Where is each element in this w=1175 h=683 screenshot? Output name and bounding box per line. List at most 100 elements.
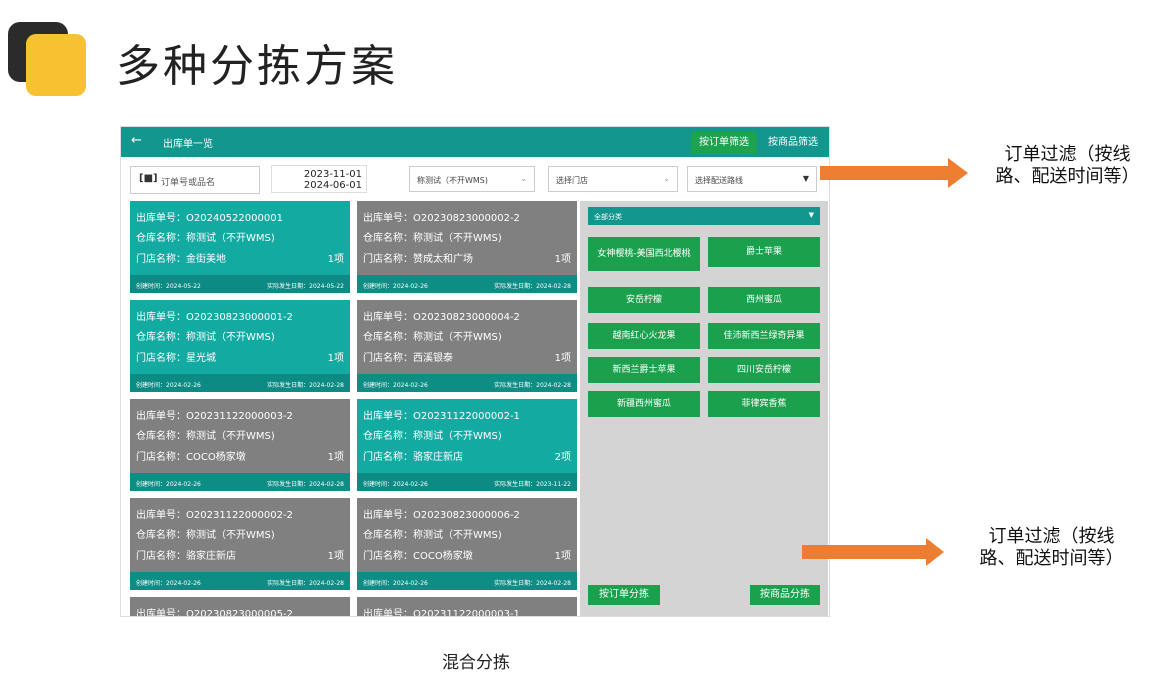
goods-button[interactable]: 四川安岳柠檬 [708, 357, 820, 383]
app-title: 出库单一览 [163, 139, 213, 150]
store-name: 门店名称：COCO杨家墩 [136, 452, 246, 463]
chevron-down-icon: ⌄ [663, 174, 670, 183]
slide-title: 多种分拣方案 [116, 41, 398, 92]
order-card[interactable]: 出库单号：O202405220000​01 仓库名称：称测试（不开WMS) 门店… [130, 201, 350, 293]
warehouse-name: 仓库名称：称测试（不开WMS) [363, 332, 502, 343]
store-name: 门店名称：骆家庄新店 [136, 551, 236, 562]
order-card[interactable]: 出库单号：O20231122000002-2 仓库名称：称测试（不开WMS) 门… [130, 498, 350, 590]
actual-date: 实际发生日期：2024-02-28 [267, 481, 344, 488]
goods-button[interactable]: 爵士苹果 [708, 237, 820, 267]
order-number: 出库单号：O20230823000006-2 [363, 510, 520, 521]
warehouse-name: 仓库名称：称测试（不开WMS) [136, 530, 275, 541]
caret-down-icon: ▼ [802, 174, 809, 183]
order-number: 出库单号：O20231122000003-1 [363, 609, 520, 617]
actual-date: 实际发生日期：2024-05-22 [267, 283, 344, 290]
goods-button[interactable]: 女神樱桃-美国西北樱桃 [588, 237, 700, 271]
order-card[interactable]: 出库单号：O20231122000003-2 仓库名称：称测试（不开WMS) 门… [130, 399, 350, 491]
warehouse-name: 仓库名称：称测试（不开WMS) [136, 332, 275, 343]
annotation-bottom-line1: 订单过滤（按线 [988, 526, 1115, 547]
created-time: 创建时间：2024-02-26 [363, 382, 428, 389]
item-count: 1项 [327, 452, 344, 463]
goods-button[interactable]: 越南红心火龙果 [588, 323, 700, 349]
store-name: 门店名称：骆家庄新店 [363, 452, 463, 463]
card-footer: 创建时间：2024-05-22 实际发生日期：2024-05-22 [130, 275, 350, 293]
card-footer: 创建时间：2024-02-26 实际发生日期：2024-02-28 [130, 572, 350, 590]
created-time: 创建时间：2024-02-26 [136, 382, 201, 389]
logo-yellow-square [26, 34, 86, 96]
store-select[interactable]: 选择门店 ⌄ [548, 166, 678, 192]
order-card[interactable]: 出库单号：O20230823000005-2 [130, 597, 350, 616]
order-card-grid: 出库单号：O202405220000​01 仓库名称：称测试（不开WMS) 门店… [130, 201, 578, 617]
order-card[interactable]: 出库单号：O20230823000004-2 仓库名称：称测试（不开WMS) 门… [357, 300, 577, 392]
order-number: 出库单号：O20230823000002-2 [363, 213, 520, 224]
goods-button[interactable]: 佳沛新西兰绿奇异果 [708, 323, 820, 349]
actual-date: 实际发生日期：2023-11-22 [494, 481, 571, 488]
item-count: 1项 [554, 353, 571, 364]
item-count: 1项 [554, 551, 571, 562]
search-input[interactable]: [■] 订单号或品名 [130, 166, 260, 194]
order-card[interactable]: 出库单号：O20230823000002-2 仓库名称：称测试（不开WMS) 门… [357, 201, 577, 293]
actual-date: 实际发生日期：2024-02-28 [267, 382, 344, 389]
goods-button[interactable]: 新疆西州蜜瓜 [588, 391, 700, 417]
goods-button[interactable]: 西州蜜瓜 [708, 287, 820, 313]
card-footer: 创建时间：2024-02-26 实际发生日期：2024-02-28 [130, 374, 350, 392]
store-select-value: 选择门店 [556, 176, 588, 185]
created-time: 创建时间：2024-02-26 [363, 580, 428, 587]
route-select[interactable]: 选择配送路线 ▼ [687, 166, 817, 192]
scan-icon[interactable]: [■] [139, 173, 158, 184]
warehouse-name: 仓库名称：称测试（不开WMS) [363, 431, 502, 442]
filter-bar: [■] 订单号或品名 2023-11-01 2024-06-01 称测试（不开W… [121, 157, 829, 201]
annotation-top-line2: 路、配送时间等） [995, 166, 1140, 187]
date-range-picker[interactable]: 2023-11-01 2024-06-01 [271, 165, 367, 193]
card-footer: 创建时间：2024-02-26 实际发生日期：2024-02-28 [130, 473, 350, 491]
app-screenshot: ← 出库单一览 按订单筛选 按商品筛选 [■] 订单号或品名 2023-11-0… [120, 126, 830, 617]
actual-date: 实际发生日期：2024-02-28 [267, 580, 344, 587]
order-card[interactable]: 出库单号：O20231122000002-1 仓库名称：称测试（不开WMS) 门… [357, 399, 577, 491]
card-footer: 创建时间：2024-02-26 实际发生日期：2024-02-28 [357, 572, 577, 590]
filter-by-order-button[interactable]: 按订单筛选 [691, 132, 757, 154]
caret-down-icon: ▼ [808, 211, 814, 219]
order-card[interactable]: 出库单号：O20231122000003-1 [357, 597, 577, 617]
item-count: 1项 [327, 551, 344, 562]
store-name: 门店名称：COCO杨家墩 [363, 551, 473, 562]
order-number: 出库单号：O20231122000003-2 [136, 411, 293, 422]
right-arrow-bottom [802, 538, 944, 566]
back-arrow-icon[interactable]: ← [131, 133, 142, 148]
order-card[interactable]: 出库单号：O20230823000006-2 仓库名称：称测试（不开WMS) 门… [357, 498, 577, 590]
goods-button[interactable]: 安岳柠檬 [588, 287, 700, 313]
filter-by-goods-button[interactable]: 按商品筛选 [768, 137, 818, 148]
annotation-top: 订单过滤（按线 路、配送时间等） [960, 144, 1175, 188]
warehouse-select[interactable]: 称测试（不开WMS) ⌄ [409, 166, 535, 192]
actual-date: 实际发生日期：2024-02-28 [494, 283, 571, 290]
slide-caption: 混合分拣 [442, 653, 510, 673]
annotation-top-line1: 订单过滤（按线 [1004, 144, 1131, 165]
order-number: 出库单号：O20231122000002-2 [136, 510, 293, 521]
sort-by-order-button[interactable]: 按订单分拣 [588, 585, 660, 605]
category-select-value: 全部分类 [594, 213, 622, 221]
chevron-down-icon: ⌄ [520, 174, 527, 183]
actual-date: 实际发生日期：2024-02-28 [494, 382, 571, 389]
store-name: 门店名称：金街美地 [136, 254, 226, 265]
annotation-bottom-line2: 路、配送时间等） [979, 548, 1124, 569]
item-count: 1项 [327, 254, 344, 265]
card-footer: 创建时间：2024-02-26 实际发生日期：2024-02-28 [357, 374, 577, 392]
order-number: 出库单号：O20230823000004-2 [363, 312, 520, 323]
search-placeholder: 订单号或品名 [161, 178, 216, 188]
order-card[interactable]: 出库单号：O20230823000001-2 仓库名称：称测试（不开WMS) 门… [130, 300, 350, 392]
card-footer: 创建时间：2024-02-26 实际发生日期：2023-11-22 [357, 473, 577, 491]
date-end: 2024-06-01 [303, 180, 362, 191]
warehouse-name: 仓库名称：称测试（不开WMS) [363, 530, 502, 541]
goods-button[interactable]: 菲律宾香蕉 [708, 391, 820, 417]
item-count: 1项 [327, 353, 344, 364]
right-arrow-top [820, 158, 968, 188]
annotation-bottom: 订单过滤（按线 路、配送时间等） [944, 526, 1159, 570]
order-number: 出库单号：O20231122000002-1 [363, 411, 520, 422]
category-select[interactable]: 全部分类 ▼ [588, 207, 820, 225]
created-time: 创建时间：2024-02-26 [136, 481, 201, 488]
store-name: 门店名称：赞成太和广场 [363, 254, 473, 265]
card-footer: 创建时间：2024-02-26 实际发生日期：2024-02-28 [357, 275, 577, 293]
created-time: 创建时间：2024-02-26 [363, 283, 428, 290]
goods-button[interactable]: 新西兰爵士苹果 [588, 357, 700, 383]
goods-panel: 全部分类 ▼ 女神樱桃-美国西北樱桃 爵士苹果 安岳柠檬 西州蜜瓜 越南红心火龙… [580, 201, 828, 616]
sort-by-goods-button[interactable]: 按商品分拣 [750, 585, 820, 605]
